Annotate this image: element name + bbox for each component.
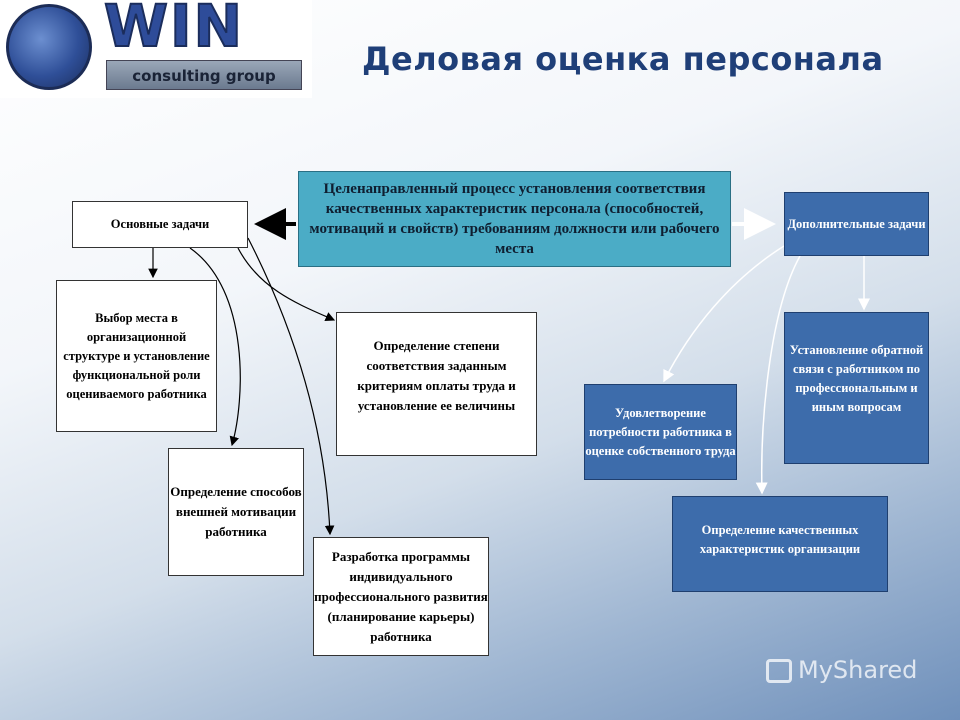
additional-task-organization: Определение качественных характеристик о… [672,496,888,592]
company-logo: WIN consulting group [0,0,312,98]
additional-task-self-assessment: Удовлетворение потребности работника в о… [584,384,737,480]
basic-task-role-selection: Выбор места в организационной структуре … [56,280,217,432]
watermark-text: MyShared [798,656,918,684]
basic-task-pay-criteria: Определение степени соответствия заданны… [336,312,537,456]
additional-task-feedback: Установление обратной связи с работником… [784,312,929,464]
central-definition-box: Целенаправленный процесс установления со… [298,171,731,267]
basic-task-development-program: Разработка программы индивидуального про… [313,537,489,656]
logo-subtitle: consulting group [106,60,302,90]
logo-brand-text: WIN [103,0,245,61]
puzzle-logo-icon [6,4,92,90]
basic-task-motivation: Определение способов внешней мотивации р… [168,448,304,576]
presentation-icon [766,659,792,683]
additional-tasks-box: Дополнительные задачи [784,192,929,256]
slide-title: Деловая оценка персонала [362,40,884,78]
watermark: MyShared [766,656,917,684]
basic-tasks-box: Основные задачи [72,201,248,248]
